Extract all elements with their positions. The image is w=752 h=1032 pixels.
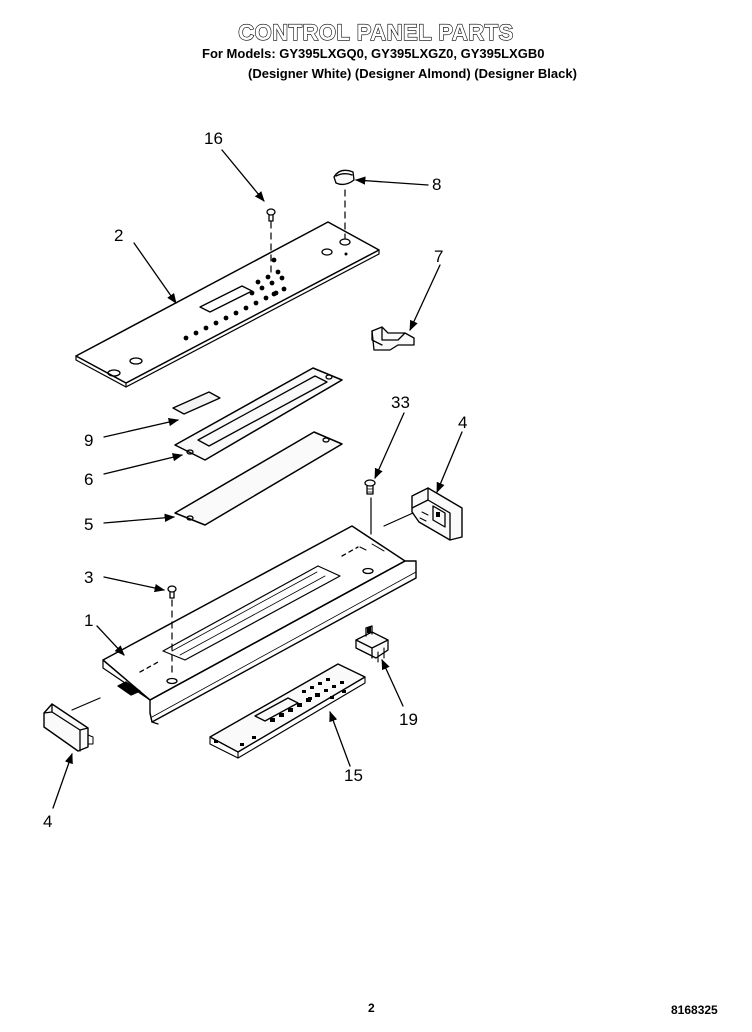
knob — [333, 169, 355, 186]
callout-8: 8 — [432, 175, 441, 194]
callout-5: 5 — [84, 515, 93, 534]
display-bezel — [174, 367, 343, 461]
control-panel-faceplate — [75, 221, 380, 388]
end-cap-left — [43, 703, 94, 752]
callout-33: 33 — [391, 393, 410, 412]
mounting-screw — [364, 479, 376, 495]
mounting-bracket — [371, 326, 415, 351]
display-window — [172, 391, 221, 415]
callout-2: 2 — [114, 226, 123, 245]
small-screw — [266, 208, 276, 222]
callout-9: 9 — [84, 431, 93, 450]
callout-19: 19 — [399, 710, 418, 729]
callout-15: 15 — [344, 766, 363, 785]
callout-6: 6 — [84, 470, 93, 489]
page-title: CONTROL PANEL PARTS — [238, 19, 514, 45]
document-number: 8168325 — [671, 1003, 718, 1017]
callout-4-right: 4 — [458, 413, 467, 432]
selector-switch — [355, 625, 389, 663]
alignment-lines — [71, 189, 414, 711]
callout-3: 3 — [84, 568, 93, 587]
housing-screw — [167, 585, 177, 599]
designer-line: (Designer White) (Designer Almond) (Desi… — [248, 66, 577, 81]
callout-1: 1 — [84, 611, 93, 630]
display-panel — [174, 431, 343, 526]
callout-16: 16 — [204, 129, 223, 148]
end-cap-right — [411, 487, 463, 541]
callout-labels: 16 8 2 7 33 4 9 6 5 3 1 4 15 19 — [43, 129, 467, 831]
models-line: For Models: GY395LXGQ0, GY395LXGZ0, GY39… — [202, 46, 545, 61]
control-housing — [102, 525, 417, 725]
callout-7: 7 — [434, 247, 443, 266]
page-number: 2 — [368, 1001, 375, 1015]
callout-leaders — [52, 149, 463, 809]
electronic-control-board — [209, 663, 366, 759]
callout-4-left: 4 — [43, 812, 52, 831]
